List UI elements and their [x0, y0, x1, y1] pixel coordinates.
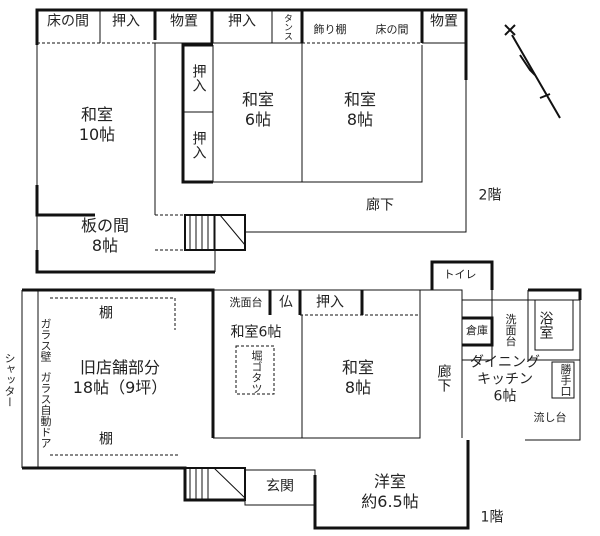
- washitsu-8-label: 和室 8帖: [341, 358, 375, 397]
- store-label: 旧店舗部分 18帖（9坪）: [72, 358, 168, 397]
- washitsu-6-label: 和室6帖: [230, 324, 282, 341]
- oshiire-label: 押入: [112, 13, 140, 30]
- oshiire-label: 押入: [228, 13, 256, 30]
- rouka-label: 廊下: [366, 197, 394, 214]
- butsudan-label: 仏: [279, 294, 293, 311]
- oshiire-label: 押入: [190, 64, 207, 92]
- itanoma-label: 板の間 8帖: [80, 216, 130, 255]
- dk-label: ダイニング キッチン 6帖: [470, 354, 540, 405]
- katteguchi-label: 勝手口: [559, 363, 572, 397]
- rouka-label: 廊下: [435, 364, 452, 392]
- toilet-label: トイレ: [443, 268, 477, 281]
- shutter-label: シャッター: [3, 352, 16, 408]
- youshitsu-label: 洋室 約6.5帖: [361, 472, 419, 511]
- floor-2-label: 2階: [478, 187, 502, 204]
- tokonoma-label: 床の間: [47, 13, 89, 30]
- oshiire-label: 押入: [316, 294, 344, 311]
- yokushitsu-label: 浴室: [537, 311, 554, 339]
- tana-label: 棚: [99, 431, 113, 448]
- tansu-label: タンス: [282, 13, 292, 41]
- floor-1-label: 1階: [480, 509, 504, 526]
- monooki-label: 物置: [170, 13, 198, 30]
- souko-label: 倉庫: [466, 324, 488, 337]
- tana-label: 棚: [99, 305, 113, 322]
- washitsu-8-label: 和室 8帖: [343, 90, 377, 129]
- nagashidai-label: 流し台: [533, 411, 567, 424]
- horigotatsu-label: 堀ゴタツ: [250, 350, 263, 394]
- oshiire-label: 押入: [190, 131, 207, 159]
- glass-wall-label: ガラス壁: [39, 318, 52, 362]
- senmendai-label: 洗面台: [504, 313, 517, 347]
- glass-door-label: ガラス自動ドア: [39, 371, 52, 449]
- tokonoma-label: 床の間: [375, 23, 409, 36]
- monooki-label: 物置: [430, 13, 458, 30]
- washitsu-10-label: 和室 10帖: [78, 105, 116, 144]
- genkan-label: 玄関: [266, 478, 294, 495]
- washitsu-6-label: 和室 6帖: [241, 90, 275, 129]
- senmendai-label: 洗面台: [229, 296, 263, 309]
- kazaridana-label: 飾り棚: [313, 23, 347, 36]
